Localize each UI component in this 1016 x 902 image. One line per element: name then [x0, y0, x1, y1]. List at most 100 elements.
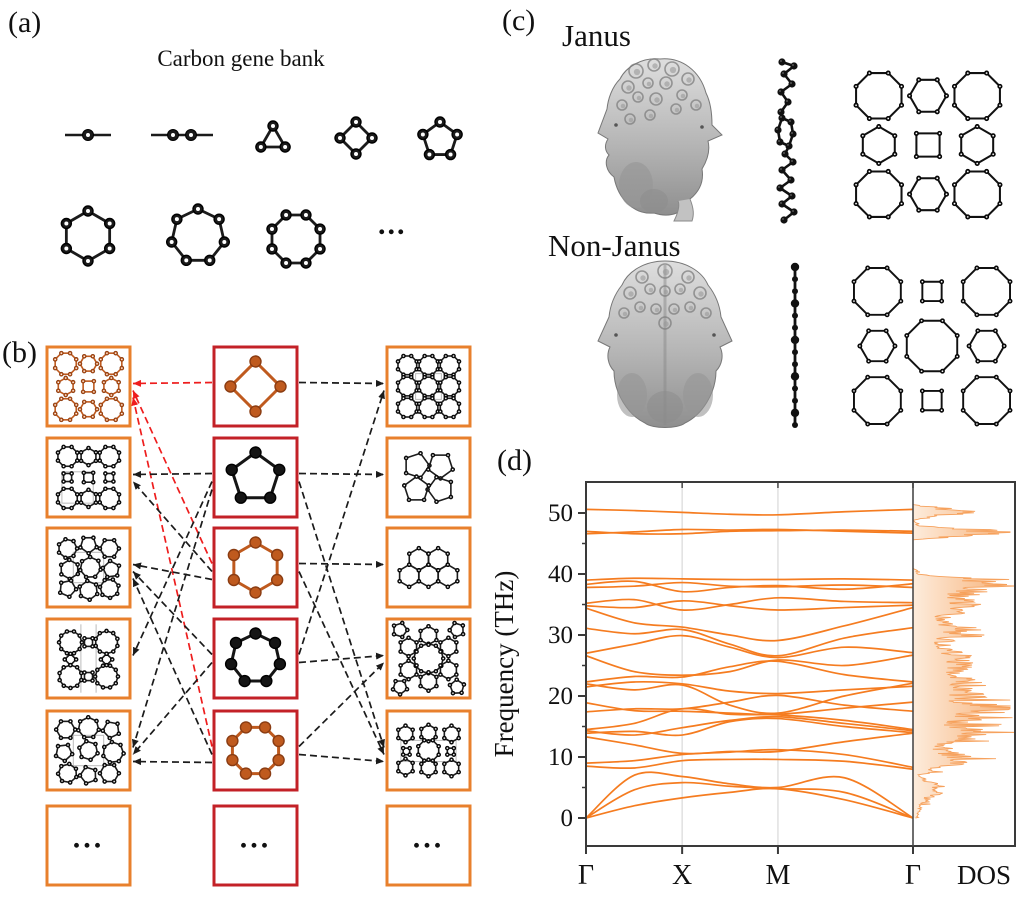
- ring-4: [919, 388, 945, 413]
- ring-5: [53, 742, 75, 764]
- gene-arrow: [298, 379, 385, 387]
- y-axis-title: Frequency (THz): [495, 571, 519, 758]
- panel-a-title: Carbon gene bank: [157, 46, 325, 71]
- y-tick-label: 10: [548, 744, 573, 771]
- gene-arrow: [298, 571, 385, 755]
- k-gridlines: [681, 482, 779, 846]
- derived-lattice-box-0: [385, 345, 472, 428]
- ring-6: [77, 578, 100, 603]
- non-janus-bust-image: [597, 260, 733, 428]
- janus-bust-image: [597, 58, 723, 222]
- ring-6: [907, 77, 949, 115]
- ring-8: [55, 444, 80, 469]
- y-tick-label: 20: [548, 683, 573, 710]
- ring-6: [53, 719, 78, 741]
- dos-curve: [912, 503, 1015, 819]
- ring-7: [56, 536, 80, 561]
- svg-text:...: ...: [413, 822, 445, 855]
- triangle-ring: [255, 120, 291, 153]
- ring-8: [851, 374, 904, 427]
- ring-6: [58, 557, 81, 582]
- k-point-label: Γ: [905, 860, 921, 891]
- ring-6: [419, 757, 438, 779]
- gene-lattice-arrows: [131, 379, 385, 766]
- gene-arrow: [131, 489, 213, 748]
- ring-6: [77, 399, 100, 420]
- ring-8: [97, 444, 122, 469]
- ring-5: [447, 620, 466, 640]
- dodecagon-flower-lattice: [390, 620, 467, 697]
- gene-arrow: [132, 661, 213, 756]
- gene-ring-5: [225, 446, 286, 504]
- gene-ellipsis: ...: [240, 822, 269, 855]
- ring-5: [78, 535, 99, 556]
- gene-ring-7: [224, 627, 287, 688]
- panel-c-label: (c): [502, 4, 536, 37]
- ring-8: [851, 265, 904, 318]
- ring-8: [438, 396, 462, 420]
- ring-7: [97, 577, 121, 601]
- gene-box-1: [212, 436, 299, 519]
- y-tick-label: 0: [561, 805, 574, 832]
- janus-label: Janus: [562, 18, 631, 53]
- derived-lattice-box-5: [385, 804, 472, 887]
- gene-arrow: [298, 652, 385, 664]
- ring-7: [76, 714, 102, 740]
- ring-6: [398, 635, 419, 659]
- gene-arrow: [132, 562, 213, 581]
- non-janus-side-view-chain: [790, 262, 800, 428]
- parent-lattice-box-0: [45, 345, 132, 428]
- ring-6: [77, 738, 100, 763]
- ring-6: [907, 175, 949, 213]
- square-ring: [334, 116, 378, 160]
- gene-arrow: [298, 661, 385, 748]
- ring-6: [78, 445, 99, 468]
- y-tick-label: 40: [548, 561, 573, 588]
- panel-d-label: (d): [497, 444, 532, 477]
- ring-8: [853, 168, 905, 220]
- ring-6: [860, 124, 898, 166]
- gene-arrow: [298, 390, 385, 655]
- parent-ellipsis: ...: [73, 822, 105, 855]
- gene-arrow: [298, 470, 385, 478]
- ring-4: [103, 471, 116, 484]
- ring-6: [396, 756, 415, 778]
- ring-6: [857, 328, 898, 364]
- derived-lattice-box-2: [385, 526, 472, 609]
- gene-arrow: [298, 753, 385, 765]
- ring-6: [438, 635, 459, 659]
- gene-arrow: [132, 578, 213, 755]
- gene-box-4: [212, 709, 299, 792]
- svg-text:...: ...: [73, 822, 105, 855]
- pentagon-hexagon-heptagon-lattice: [56, 535, 122, 603]
- ring-4: [98, 651, 115, 668]
- derived-lattice-box-1: [385, 436, 472, 519]
- hexagon-ring: [60, 205, 116, 267]
- ring-8: [55, 486, 80, 511]
- decagon-square-lattice: [56, 624, 121, 693]
- ring-6: [438, 658, 459, 682]
- ring-6: [442, 757, 461, 779]
- single-atom-chain: [65, 129, 111, 141]
- gene-ring-8: [226, 721, 285, 780]
- panel-a-canvas: [60, 116, 463, 269]
- derived-ellipsis: ...: [413, 822, 445, 855]
- ring-5: [100, 558, 122, 580]
- k-point-label: M: [765, 860, 790, 891]
- y-tick-label: 30: [548, 622, 573, 649]
- red-gene-arrow: [132, 379, 213, 387]
- gene-arrow: [132, 470, 213, 478]
- ring-6: [396, 723, 415, 745]
- ring-4: [445, 745, 457, 757]
- ring-7: [55, 761, 79, 785]
- parent-lattice-box-3: [45, 617, 132, 700]
- ring-5: [390, 678, 410, 697]
- dos-axis-label: DOS: [957, 860, 1011, 890]
- ring-5: [401, 474, 432, 503]
- plot-frame: [585, 481, 1016, 847]
- gene-arrow: [132, 481, 213, 656]
- gene-ring-6: [227, 536, 284, 599]
- ring-8: [904, 318, 960, 374]
- ring-5: [100, 719, 122, 741]
